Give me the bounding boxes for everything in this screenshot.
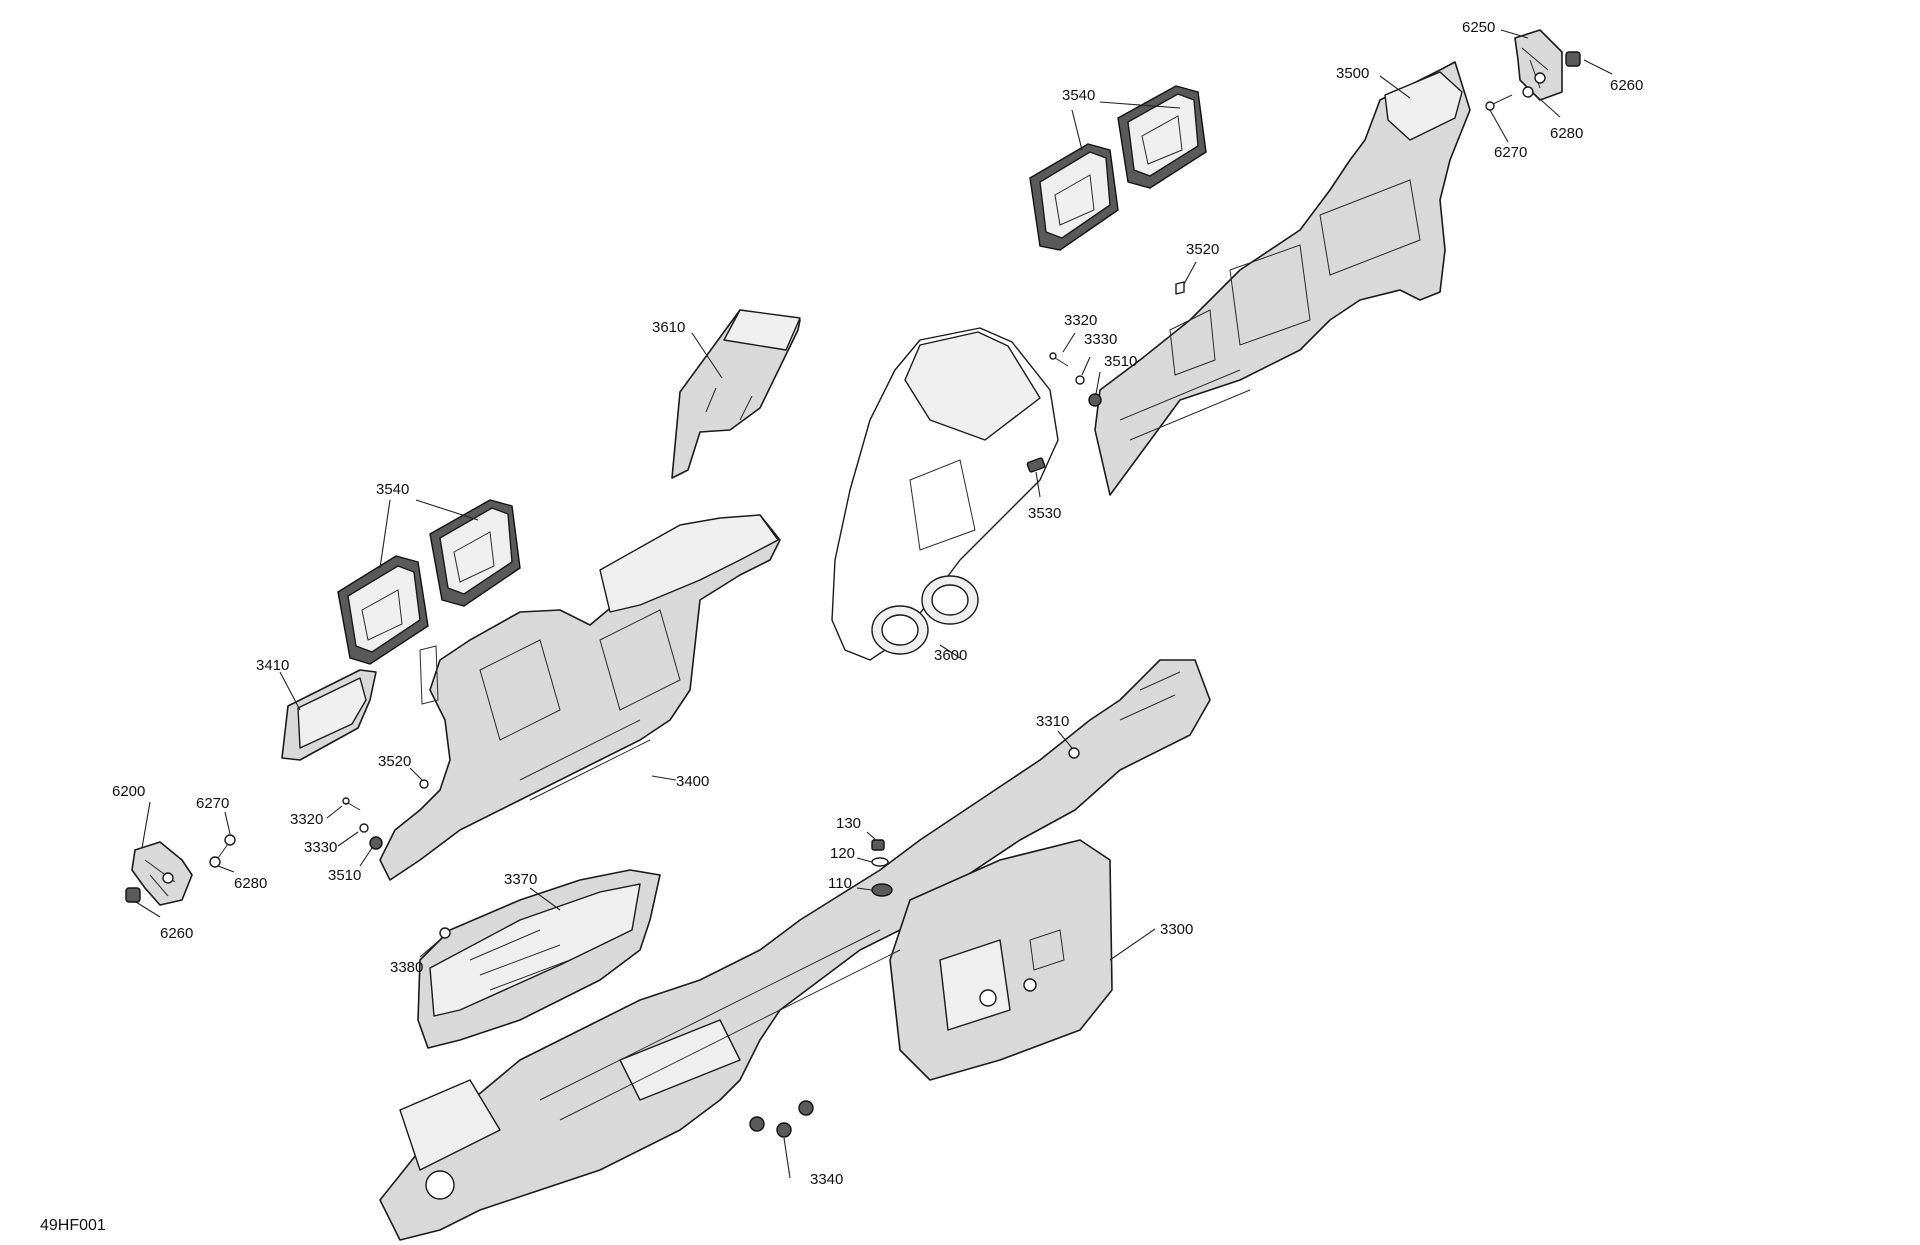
nut-3510-left[interactable] [369, 836, 383, 850]
nut-6260-top[interactable] [1565, 51, 1581, 67]
washer-6280-left[interactable] [209, 856, 221, 868]
callout-3310: 3310 [1036, 713, 1069, 730]
callout-6280-top: 6280 [1550, 125, 1583, 142]
callout-3330-top: 3330 [1084, 331, 1117, 348]
callout-3320-left: 3320 [290, 811, 323, 828]
side-panel-3400[interactable] [379, 514, 781, 881]
callout-130: 130 [836, 815, 861, 832]
washer-3330-left[interactable] [359, 823, 369, 833]
bolt-130[interactable] [871, 839, 885, 851]
leader-lines [135, 29, 1613, 1179]
callout-3410: 3410 [256, 657, 289, 674]
callout-3340: 3340 [810, 1171, 843, 1188]
callout-3530: 3530 [1028, 505, 1061, 522]
seat-pad-3540-left-a[interactable] [337, 555, 429, 665]
callout-3330-left: 3330 [304, 839, 337, 856]
tray-3410[interactable] [281, 669, 377, 761]
screw-3320-top[interactable] [1049, 352, 1069, 367]
seat-pad-3540-left-b[interactable] [429, 499, 521, 607]
callout-3520-left: 3520 [378, 753, 411, 770]
callout-3400: 3400 [676, 773, 709, 790]
callout-3500: 3500 [1336, 65, 1369, 82]
screw-3380[interactable] [439, 927, 451, 939]
center-console-3600[interactable] [831, 327, 1059, 661]
storage-tray-3370[interactable] [417, 869, 661, 1049]
callout-3510-top: 3510 [1104, 353, 1137, 370]
callout-6260-left: 6260 [160, 925, 193, 942]
callout-6270-top: 6270 [1494, 144, 1527, 161]
washer-120[interactable] [871, 857, 889, 867]
callout-3520-top: 3520 [1186, 241, 1219, 258]
fasteners-3340[interactable] [749, 1100, 814, 1138]
callout-3300: 3300 [1160, 921, 1193, 938]
nut-3510-top[interactable] [1088, 393, 1102, 407]
screw-6270-left[interactable] [217, 834, 236, 859]
callout-6270-left: 6270 [196, 795, 229, 812]
bracket-6200[interactable] [131, 841, 193, 906]
screw-3320-left[interactable] [342, 797, 361, 811]
bracket-6250[interactable] [1514, 29, 1563, 101]
washer-3330-top[interactable] [1075, 375, 1085, 385]
callout-3540-top: 3540 [1062, 87, 1095, 104]
clip-3530[interactable] [1026, 457, 1046, 473]
callout-3370: 3370 [504, 871, 537, 888]
panel-3610[interactable] [671, 309, 801, 479]
callout-6260-top: 6260 [1610, 77, 1643, 94]
callout-120: 120 [830, 845, 855, 862]
callout-labels: 6250 6260 6280 6270 3500 3540 3520 3320 … [112, 19, 1643, 1188]
washer-6280-top[interactable] [1522, 86, 1534, 98]
floor-frame-3300[interactable] [379, 659, 1211, 1241]
callout-6280-left: 6280 [234, 875, 267, 892]
callout-3380: 3380 [390, 959, 423, 976]
seat-pad-3540-top-a[interactable] [1029, 143, 1119, 251]
clip-3520-left[interactable] [419, 779, 429, 789]
callout-6250: 6250 [1462, 19, 1495, 36]
callout-3540-left: 3540 [376, 481, 409, 498]
callout-3320-top: 3320 [1064, 312, 1097, 329]
screw-3310[interactable] [1068, 747, 1080, 759]
nut-6260-left[interactable] [125, 887, 141, 903]
callout-6200: 6200 [112, 783, 145, 800]
seat-pad-3540-top-b[interactable] [1117, 85, 1207, 189]
callout-3510-left: 3510 [328, 867, 361, 884]
screw-6270-top[interactable] [1485, 94, 1513, 111]
side-panel-3500[interactable] [1094, 61, 1471, 496]
clip-3520-top[interactable] [1175, 281, 1185, 295]
callout-110: 110 [828, 875, 852, 892]
callout-3610: 3610 [652, 319, 685, 336]
callout-3600: 3600 [934, 647, 967, 664]
diagram-reference-code: 49HF001 [40, 1217, 106, 1234]
grommet-110[interactable] [871, 883, 893, 897]
